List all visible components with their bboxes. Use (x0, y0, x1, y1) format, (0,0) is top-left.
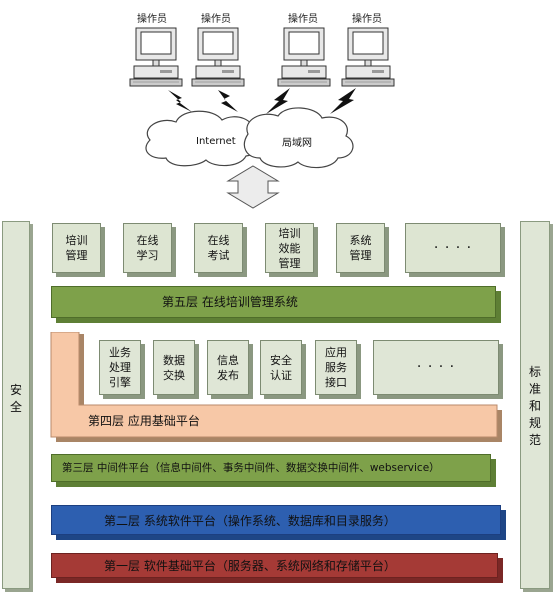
layer5-bar: 第五层 在线培训管理系统 (51, 286, 496, 318)
module-app-service-interface: 应用 服务 接口 (315, 340, 357, 395)
layer1-title: 第一层 软件基础平台（服务器、系统网络和存储平台） (104, 559, 396, 573)
module-online-exam: 在线 考试 (194, 223, 243, 273)
security-sidebar: 安 全 (2, 221, 30, 589)
computer-icon (191, 27, 245, 87)
module-security-auth: 安全 认证 (260, 340, 302, 395)
network-graphic (129, 27, 395, 209)
double-arrow-icon (226, 165, 280, 209)
computer-icon (341, 27, 395, 87)
module-data-exchange: 数据 交换 (153, 340, 195, 395)
layer2-bar: 第二层 系统软件平台（操作系统、数据库和目录服务） (51, 505, 501, 535)
standards-sidebar: 标 准 和 规 范 (520, 221, 550, 589)
module-training-management: 培训 管理 (52, 223, 101, 273)
module-more: · · · · (405, 223, 501, 273)
layer4-title: 第四层 应用基础平台 (88, 414, 200, 428)
computer-icon (129, 27, 183, 87)
module-training-efficiency: 培训 效能 管理 (265, 223, 314, 273)
layer3-title: 第三层 中间件平台（信息中间件、事务中间件、数据交换中间件、webservice… (62, 462, 440, 474)
layer3-bar: 第三层 中间件平台（信息中间件、事务中间件、数据交换中间件、webservice… (51, 454, 491, 482)
lightning-icon (168, 88, 356, 114)
module-online-learning: 在线 学习 (123, 223, 172, 273)
layer1-bar: 第一层 软件基础平台（服务器、系统网络和存储平台） (51, 553, 498, 578)
cloud-icon (145, 107, 354, 169)
layer5-title: 第五层 在线培训管理系统 (162, 295, 298, 309)
module-info-publish: 信息 发布 (207, 340, 249, 395)
operator-label-2: 操作员 (201, 14, 231, 25)
internet-label: Internet (196, 136, 236, 147)
module-business-engine: 业务 处理 引擎 (99, 340, 141, 395)
layer4-shape (50, 332, 502, 442)
operator-label-1: 操作员 (137, 14, 167, 25)
computer-icon (277, 27, 331, 87)
layer2-title: 第二层 系统软件平台（操作系统、数据库和目录服务） (104, 514, 396, 528)
standards-label: 标 准 和 规 范 (528, 365, 541, 447)
lan-label: 局域网 (282, 138, 312, 149)
module-more-layer4: · · · · (373, 340, 499, 395)
operator-label-3: 操作员 (288, 14, 318, 25)
module-system-management: 系统 管理 (336, 223, 385, 273)
security-label: 安 全 (9, 383, 22, 414)
operator-label-4: 操作员 (352, 14, 382, 25)
